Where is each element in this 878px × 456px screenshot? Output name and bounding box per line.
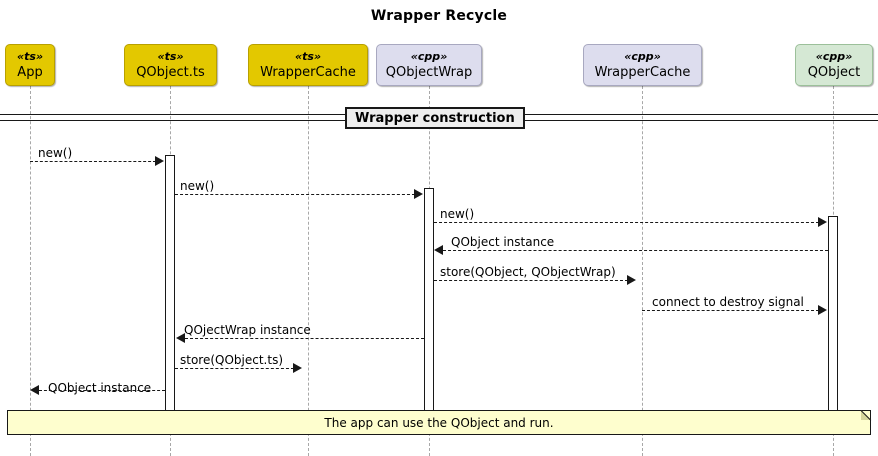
participant-name: WrapperCache bbox=[260, 65, 356, 80]
message-label-new-qobjectts-qobjectwrap: new() bbox=[180, 179, 215, 193]
message-label-qojectwrap-instance-return: QOjectWrap instance bbox=[184, 323, 311, 337]
message-label-new-app-qobjectts: new() bbox=[38, 146, 73, 160]
activation-bar-qobjectwrap bbox=[424, 188, 434, 415]
participant-name: QObject.ts bbox=[136, 65, 205, 80]
message-line-9 bbox=[39, 390, 165, 391]
message-line-1 bbox=[30, 161, 156, 162]
message-line-8 bbox=[175, 368, 294, 369]
note-app-can-use-qobject: The app can use the QObject and run. bbox=[7, 410, 871, 435]
participant-wrappercache-cpp[interactable]: «cpp» WrapperCache bbox=[583, 44, 702, 86]
participant-name: QObjectWrap bbox=[385, 65, 473, 80]
arrow-head-left-9 bbox=[30, 385, 39, 395]
participant-app[interactable]: «ts» App bbox=[5, 44, 55, 86]
message-label-qobject-instance-to-app: QObject instance bbox=[48, 381, 152, 395]
participant-qobjectwrap[interactable]: «cpp» QObjectWrap bbox=[376, 44, 482, 86]
message-label-qobject-instance-return: QObject instance bbox=[451, 235, 555, 249]
participant-name: App bbox=[17, 65, 43, 80]
message-line-5 bbox=[434, 280, 628, 281]
message-line-2 bbox=[175, 194, 415, 195]
participant-name: WrapperCache bbox=[594, 65, 691, 80]
lifeline-wrappercache-cpp bbox=[642, 86, 643, 456]
activation-bar-qobject-ts bbox=[165, 155, 175, 415]
participant-wrappercache-ts[interactable]: «ts» WrapperCache bbox=[248, 44, 368, 86]
message-label-store-qobject-ts: store(QObject.ts) bbox=[180, 353, 284, 367]
divider-label: Wrapper construction bbox=[345, 107, 525, 129]
participant-qobject-cpp[interactable]: «cpp» QObject bbox=[795, 44, 873, 86]
participant-stereotype: «cpp» bbox=[815, 50, 853, 63]
participant-stereotype: «ts» bbox=[157, 50, 184, 63]
message-line-3 bbox=[434, 222, 819, 223]
participant-qobject-ts[interactable]: «ts» QObject.ts bbox=[124, 44, 217, 86]
arrow-head-right-6 bbox=[818, 305, 827, 315]
arrow-head-right-8 bbox=[293, 363, 302, 373]
participant-stereotype: «ts» bbox=[16, 50, 44, 63]
participant-stereotype: «cpp» bbox=[624, 50, 661, 63]
arrow-head-right-3 bbox=[818, 217, 827, 227]
participant-stereotype: «cpp» bbox=[410, 50, 448, 63]
arrow-head-right-2 bbox=[414, 189, 423, 199]
arrow-head-right-5 bbox=[627, 275, 636, 285]
page-title: Wrapper Recycle bbox=[370, 8, 508, 24]
message-line-7 bbox=[185, 338, 424, 339]
message-line-6 bbox=[642, 310, 819, 311]
participant-stereotype: «ts» bbox=[294, 50, 322, 63]
arrow-head-left-4 bbox=[434, 245, 443, 255]
message-label-connect-destroy-signal: connect to destroy signal bbox=[652, 295, 804, 309]
lifeline-wrappercache-ts bbox=[308, 86, 309, 456]
message-label-new-qobjectwrap-qobject: new() bbox=[440, 207, 475, 221]
arrow-head-left-7 bbox=[176, 333, 185, 343]
lifeline-app bbox=[30, 86, 31, 456]
activation-bar-qobject-cpp bbox=[828, 216, 838, 415]
arrow-head-right-1 bbox=[155, 156, 164, 166]
message-line-4 bbox=[443, 250, 828, 251]
participant-name: QObject bbox=[807, 65, 861, 80]
message-label-store-qobject-qobjectwrap: store(QObject, QObjectWrap) bbox=[440, 265, 616, 279]
note-fold-corner bbox=[861, 410, 871, 420]
